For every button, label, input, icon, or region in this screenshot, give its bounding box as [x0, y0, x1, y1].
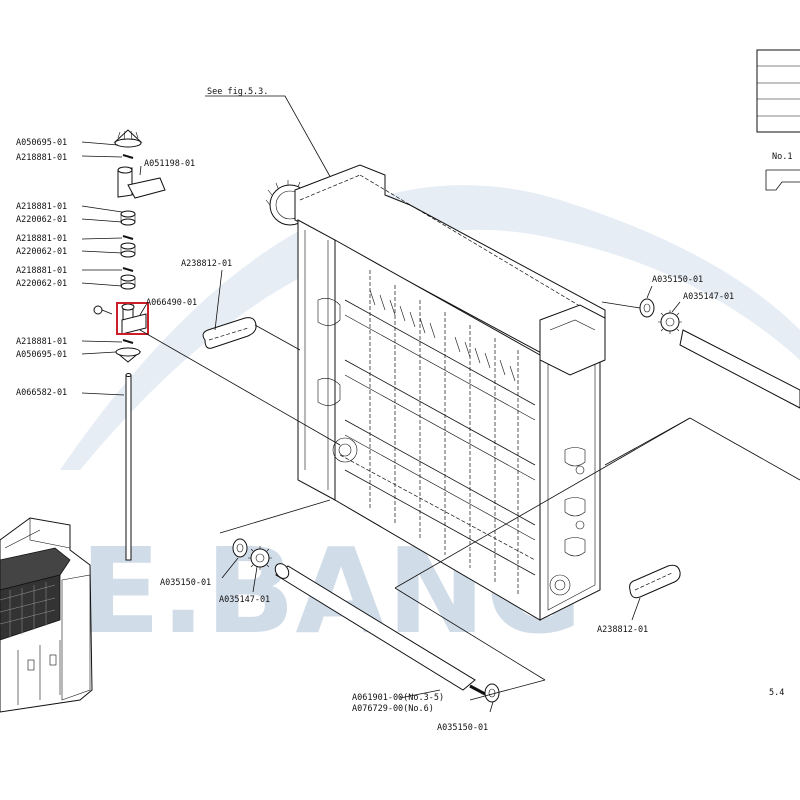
label-a050695-bot: A050695-01 [16, 350, 67, 360]
lower-left-parts [219, 499, 331, 593]
left-leader-lines [81, 141, 147, 396]
label-a035147-left: A035147-01 [219, 595, 270, 605]
label-a035150-left: A035150-01 [160, 578, 211, 588]
main-frame-assembly [265, 164, 606, 621]
part-labels: A050695-01 A218881-01 A051198-01 A218881… [16, 138, 734, 733]
see-fig-leader [205, 95, 333, 181]
label-a220062-3: A220062-01 [16, 279, 67, 289]
chain-belt-upper [202, 269, 301, 351]
label-a238812-top: A238812-01 [181, 259, 232, 269]
label-a035150-bot: A035150-01 [437, 723, 488, 733]
upper-roller-parts [601, 285, 800, 409]
reference-table [756, 49, 800, 133]
label-a066582: A066582-01 [16, 388, 67, 398]
label-a218881-1: A218881-01 [16, 153, 67, 163]
highlight-box [116, 302, 149, 335]
page-reference: 5.4 [769, 688, 784, 698]
see-fig-label: See fig.5.3. [207, 87, 268, 97]
label-a238812-bot: A238812-01 [597, 625, 648, 635]
label-a218881-4: A218881-01 [16, 266, 67, 276]
side-bracket-part [765, 169, 800, 191]
label-a220062-2: A220062-01 [16, 247, 67, 257]
label-a061901: A061901-00(No.3-5) [352, 693, 444, 703]
label-a066490: A066490-01 [146, 298, 197, 308]
machine-thumbnail [0, 517, 93, 713]
chain-belt-right [394, 417, 800, 621]
label-a076729: A076729-00(No.6) [352, 704, 434, 714]
label-a218881-5: A218881-01 [16, 337, 67, 347]
lower-roller [274, 563, 546, 713]
side-label: No.1 [772, 152, 792, 162]
label-a050695-top: A050695-01 [16, 138, 67, 148]
label-a035147-right: A035147-01 [683, 292, 734, 302]
label-a220062-1: A220062-01 [16, 215, 67, 225]
label-a218881-3: A218881-01 [16, 234, 67, 244]
label-a035150-right: A035150-01 [652, 275, 703, 285]
label-a051198: A051198-01 [144, 159, 195, 169]
left-parts-column [93, 129, 341, 561]
label-a218881-2: A218881-01 [16, 202, 67, 212]
